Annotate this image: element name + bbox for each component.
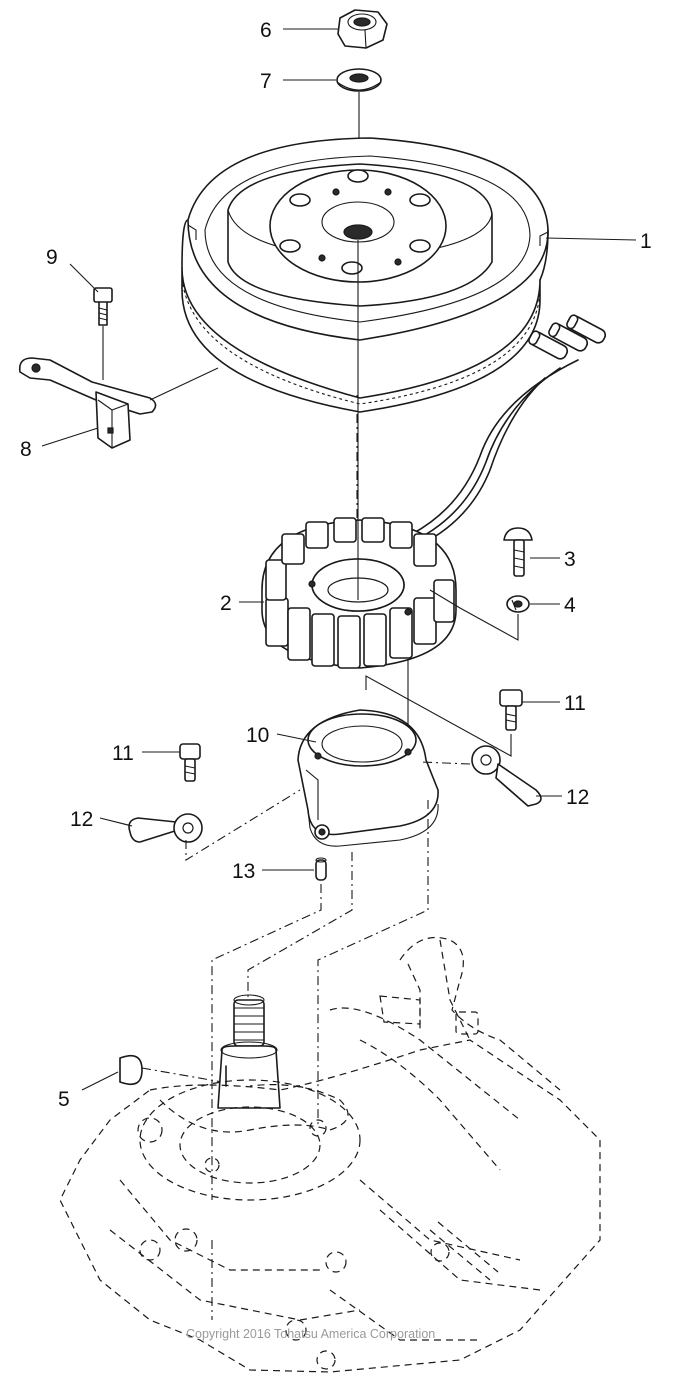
part-1-flywheel — [181, 137, 549, 413]
part-9-bolt — [93, 287, 113, 380]
guide-line-b — [247, 852, 353, 1030]
lead-leader-left — [185, 789, 301, 861]
part-3-screw — [503, 527, 533, 577]
part-11-bolt-left — [179, 743, 201, 782]
callout-7: 7 — [260, 70, 272, 93]
copyright-notice: Copyright 2016 Tohatsu America Corporati… — [186, 1327, 435, 1341]
callout-12-right: 12 — [566, 786, 589, 809]
part-2-stator — [261, 517, 457, 669]
part-8-pulser-coil — [18, 357, 219, 449]
callout-6: 6 — [260, 19, 272, 42]
callout-13: 13 — [232, 860, 255, 883]
callout-11-right: 11 — [564, 692, 586, 715]
crankcase-assembly — [59, 936, 601, 1373]
bolt-leader-right — [365, 675, 512, 757]
part-4-lock-washer — [506, 595, 530, 613]
part-6-nut — [337, 9, 388, 49]
part-12-ground-lead-right — [471, 745, 542, 807]
callout-11-left: 11 — [112, 742, 134, 765]
callout-2: 2 — [220, 592, 232, 615]
part-11-bolt-right — [499, 689, 523, 731]
callout-8: 8 — [20, 438, 32, 461]
callout-12-left: 12 — [70, 808, 93, 831]
callout-1: 1 — [640, 230, 652, 253]
screw-leader — [429, 589, 519, 641]
callout-10: 10 — [246, 724, 269, 747]
callout-5: 5 — [58, 1088, 70, 1111]
key-leader — [141, 1067, 223, 1083]
callout-4: 4 — [564, 594, 576, 617]
callout-leaders — [41, 28, 637, 1091]
part-10-stator-base — [297, 709, 439, 847]
lead-leader-right — [419, 761, 471, 765]
part-13-dowel-pin — [315, 857, 327, 881]
callout-labels: 6 7 1 9 8 2 3 4 11 10 11 12 12 13 5 — [20, 19, 652, 1111]
guide-line-a — [211, 884, 322, 1200]
part-5-woodruff-key — [119, 1054, 143, 1086]
callout-9: 9 — [46, 246, 58, 269]
part-7-washer — [336, 68, 382, 92]
part-12-ground-lead-left — [128, 813, 203, 843]
stator-wiring — [411, 314, 607, 546]
callout-3: 3 — [564, 548, 576, 571]
